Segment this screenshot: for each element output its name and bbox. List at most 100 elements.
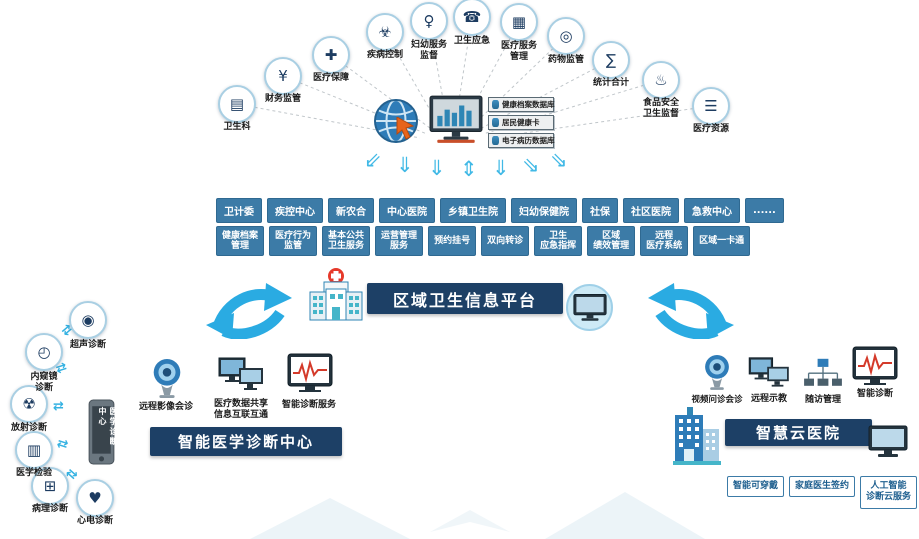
database-box-resident-card: 居民健康卡 (488, 115, 554, 130)
ecg-monitor-icon (852, 346, 898, 385)
function-button-referral: 双向转诊 (481, 226, 530, 256)
lab-test-glyph: ▥ (26, 441, 42, 459)
exchange-arrow-icon: ⇄ (53, 399, 64, 414)
medical-insurance-label: 医疗保障 (312, 73, 349, 83)
medical-resources-glyph: ☰ (704, 97, 718, 115)
endoscopy-glyph: ◴ (37, 343, 51, 361)
food-safety-icon: ♨ (642, 61, 680, 99)
function-button-appointment: 预约挂号 (428, 226, 477, 256)
remote-teaching-label: 远程示教 (750, 394, 787, 404)
function-button-public-health: 基本公共 卫生服务 (322, 226, 371, 256)
flow-arrow-icon: ⇙ (364, 148, 382, 172)
database-label: 电子病历数据库 (502, 136, 555, 145)
health-section-glyph: ▤ (229, 95, 245, 113)
desktop-monitor-icon (868, 425, 908, 457)
statistics-label: 统计合计 (592, 78, 629, 88)
drug-supervision-icon: ◎ (547, 17, 585, 55)
drug-supervision-label: 药物监管 (547, 55, 584, 65)
ecg-diagnosis-label: 心电诊断 (76, 516, 113, 526)
maternal-child-services-glyph: ♀ (423, 12, 435, 30)
food-safety-label: 食品安全 卫生监督 (642, 98, 679, 119)
finance-supervision-glyph: ¥ (278, 67, 288, 85)
ecg-monitor-icon (287, 353, 333, 392)
shared-monitors-icon (218, 357, 263, 390)
database-label: 健康档案数据库 (502, 100, 555, 109)
pathology-icon: ⊞ (31, 467, 69, 505)
lab-test-label: 医学检验 (15, 468, 52, 478)
function-button-telemedicine: 远程 医疗系统 (640, 226, 689, 256)
pathology-label: 病理诊断 (31, 504, 68, 514)
flow-arrow-icon: ⇓ (492, 156, 510, 180)
org-chart-icon (804, 358, 842, 386)
flow-arrow-icon: ⇘ (550, 148, 568, 172)
lab-test-icon: ▥ (15, 431, 53, 469)
org-button-central-hospital: 中心医院 (379, 198, 435, 223)
org-button-cdc: 疾控中心 (267, 198, 323, 223)
data-sharing-label: 医疗数据共享 信息互联互通 (213, 399, 268, 420)
health-emergency-icon: ☎ (453, 0, 491, 36)
health-emergency-glyph: ☎ (462, 8, 482, 26)
family-doctor-button: 家庭医生签约 (789, 476, 856, 498)
org-button-maternal-hospital: 妇幼保健院 (511, 198, 577, 223)
database-icon (492, 136, 499, 145)
shared-monitors-icon (748, 357, 789, 387)
diagnosis-center-title-banner: 智能医学诊断中心 (150, 427, 342, 456)
diagnostic-terminal-label: 医学诊断中心 (98, 407, 118, 447)
function-button-health-records: 健康档案 管理 (216, 226, 265, 256)
health-section-label: 卫生科 (223, 122, 251, 132)
cursor-icon (396, 117, 415, 140)
database-icon (492, 100, 499, 109)
org-button-township-clinic: 乡镇卫生院 (440, 198, 506, 223)
video-consult-label: 视频问诊会诊 (691, 395, 743, 405)
org-button-community-hospital: 社区医院 (623, 198, 679, 223)
platform-monitor-badge (566, 284, 613, 331)
database-box-health-records: 健康档案数据库 (488, 97, 555, 112)
sync-arrows-left-icon (206, 283, 292, 339)
food-safety-glyph: ♨ (654, 71, 668, 89)
maternal-child-services-icon: ♀ (410, 2, 448, 40)
endoscopy-label: 内窥镜 诊断 (30, 372, 58, 393)
function-button-one-card: 区域一卡通 (693, 226, 751, 256)
medical-insurance-icon: ✚ (312, 36, 350, 74)
sync-arrows-right-icon (648, 283, 734, 339)
wearable-button: 智能可穿戴 (727, 476, 785, 498)
flow-arrow-icon: ⇘ (522, 153, 540, 177)
finance-supervision-icon: ¥ (264, 57, 302, 95)
analytics-monitor-icon (429, 95, 483, 143)
ultrasound-glyph: ◉ (81, 311, 95, 329)
flow-arrow-icon: ⇓ (396, 153, 414, 177)
medical-service-mgmt-glyph: ▦ (511, 13, 527, 31)
org-button-row: 卫计委 疾控中心 新农合 中心医院 乡镇卫生院 妇幼保健院 社保 社区医院 急救… (216, 198, 784, 223)
hospital-icon (309, 268, 363, 321)
smart-diagnosis-service-label: 智能诊断服务 (281, 400, 336, 410)
followup-mgmt-label: 随访管理 (804, 395, 841, 405)
ultrasound-label: 超声诊断 (69, 340, 106, 350)
hospital-building-icon (673, 407, 721, 465)
ai-cloud-service-button: 人工智能 诊断云服务 (860, 476, 918, 509)
pathology-glyph: ⊞ (43, 477, 57, 495)
remote-imaging-label: 远程影像会诊 (138, 402, 193, 412)
function-button-performance: 区域 绩效管理 (587, 226, 636, 256)
database-stack: 健康档案数据库 居民健康卡 电子病历数据库 (488, 97, 555, 151)
function-button-behavior-supervision: 医疗行为 监管 (269, 226, 318, 256)
cloud-hospital-title-banner: 智慧云医院 (725, 419, 872, 446)
radiology-label: 放射诊断 (10, 423, 47, 433)
org-button-rural-coop: 新农合 (328, 198, 374, 223)
disease-control-glyph: ☣ (378, 23, 392, 41)
function-button-operations: 运营管理 服务 (375, 226, 424, 256)
smart-diagnosis-label: 智能诊断 (856, 389, 893, 399)
webcam-icon (153, 359, 181, 398)
drug-supervision-glyph: ◎ (559, 27, 573, 45)
desktop-monitor-icon (572, 293, 607, 321)
function-button-row: 健康档案 管理 医疗行为 监管 基本公共 卫生服务 运营管理 服务 预约挂号 双… (216, 226, 751, 256)
finance-supervision-label: 财务监管 (264, 94, 301, 104)
function-button-emergency-command: 卫生 应急指挥 (534, 226, 583, 256)
flow-arrow-icon: ⇓ (428, 156, 446, 180)
medical-resources-icon: ☰ (692, 87, 730, 125)
org-button-emergency-center: 急救中心 (684, 198, 740, 223)
ultrasound-icon: ◉ (69, 301, 107, 339)
endoscopy-icon: ◴ (25, 333, 63, 371)
database-box-emr: 电子病历数据库 (488, 133, 555, 148)
org-button-health-commission: 卫计委 (216, 198, 262, 223)
statistics-glyph: ∑ (605, 51, 617, 69)
